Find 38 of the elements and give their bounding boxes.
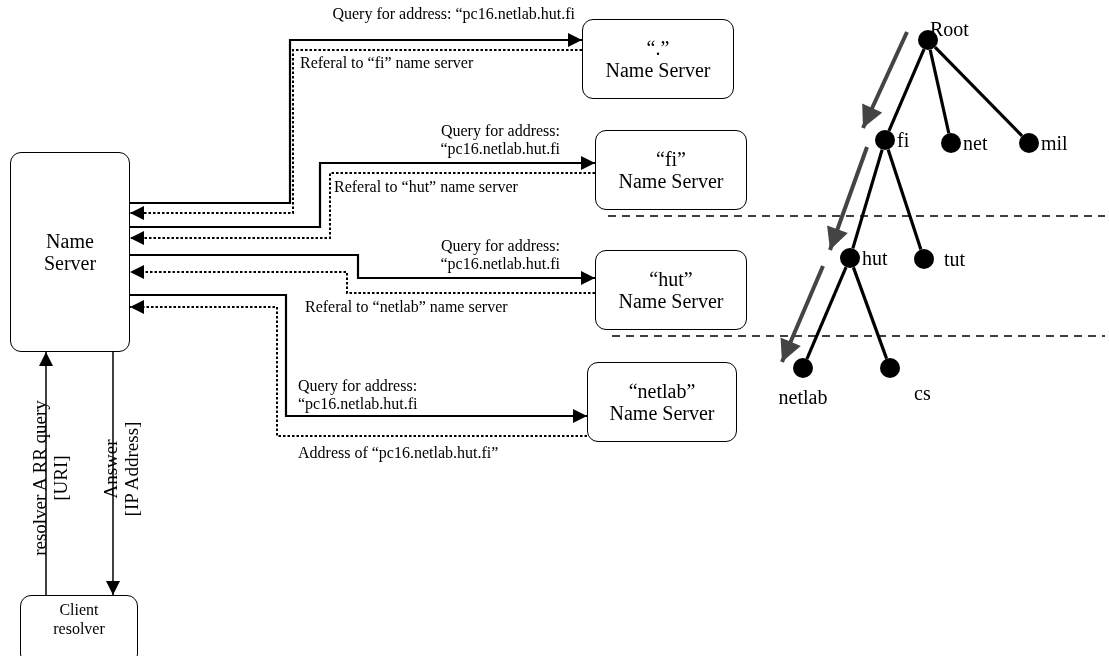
arrow [39, 351, 53, 596]
server-box: Name Server [10, 152, 130, 352]
server-box: Client resolver [20, 595, 138, 656]
edge-label: Query for address: “pc16.netlab.hut.fi [439, 237, 560, 273]
tree-edge [851, 266, 889, 360]
edge-label: resolver A RR query [URI] [29, 399, 71, 558]
name-server-box: “netlab” Name Server [587, 362, 737, 442]
tree-edge [886, 149, 923, 250]
node-label: netlab [778, 386, 828, 408]
node-label: tut [944, 248, 966, 270]
edge-label: Address of “pc16.netlab.hut.fi” [298, 444, 500, 462]
tree-edge [851, 149, 884, 249]
edge-label: Query for address: “pc16.netlab.hut.fi [331, 5, 575, 23]
name-server-box: “fi” Name Server [595, 130, 747, 210]
name-server-box: “.” Name Server [582, 19, 734, 99]
tree-edge [928, 49, 951, 134]
tree-edge [933, 46, 1024, 137]
arrow [129, 265, 596, 294]
arrow [130, 33, 582, 205]
tree-edge [887, 48, 926, 132]
edge-label: Query for address: “pc16.netlab.hut.fi [298, 377, 419, 413]
edge-label: Answer [IP Address] [100, 420, 142, 519]
node-label: mil [1041, 132, 1068, 154]
tree-edge [805, 266, 848, 360]
edge-label: Referal to “netlab” name server [305, 298, 509, 316]
arrow [130, 253, 595, 285]
node-label: hut [862, 247, 888, 269]
arrow [129, 49, 583, 220]
node-label: cs [914, 382, 931, 404]
arrow [106, 351, 120, 596]
node-label: net [963, 132, 988, 154]
arrow [130, 156, 595, 229]
arrow [129, 172, 596, 245]
edge-label: Referal to “hut” name server [334, 178, 519, 196]
name-server-box: “hut” Name Server [595, 250, 747, 330]
edge-label: Referal to “fi” name server [300, 54, 475, 72]
node-label: fi [897, 129, 910, 151]
edge-label: Query for address: “pc16.netlab.hut.fi [439, 122, 560, 158]
